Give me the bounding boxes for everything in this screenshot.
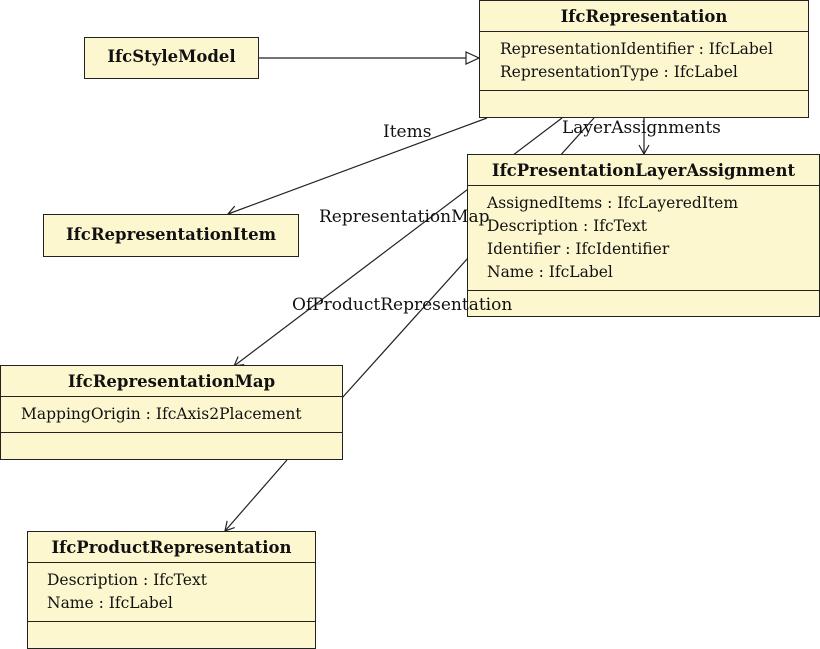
edge-label-items: Items: [383, 122, 432, 142]
class-ifc-presentation-layer-assignment[interactable]: IfcPresentationLayerAssignment AssignedI…: [467, 154, 820, 317]
class-ifc-style-model[interactable]: IfcStyleModel: [84, 37, 259, 79]
edge-label-layer-assignments: LayerAssignments: [562, 118, 721, 138]
attribute: Name : IfcLabel: [487, 263, 613, 281]
class-name: IfcRepresentationItem: [65, 225, 277, 244]
attribute: Description : IfcText: [487, 217, 647, 235]
operations-compartment: [480, 90, 808, 111]
edge-label-representation-map: RepresentationMap: [319, 207, 490, 227]
operations-compartment: [468, 290, 819, 309]
attribute-list: RepresentationIdentifier : IfcLabel Repr…: [480, 31, 808, 90]
map-to-product-representation-line: [224, 459, 288, 532]
attribute: Description : IfcText: [47, 571, 207, 589]
attribute-list: AssignedItems : IfcLayeredItem Descripti…: [468, 185, 819, 290]
class-ifc-representation-map[interactable]: IfcRepresentationMap MappingOrigin : Ifc…: [0, 365, 343, 460]
attribute: Name : IfcLabel: [47, 594, 173, 612]
edge-label-of-product-representation: OfProductRepresentation: [292, 295, 513, 315]
class-ifc-product-representation[interactable]: IfcProductRepresentation Description : I…: [27, 531, 316, 649]
attribute-list: MappingOrigin : IfcAxis2Placement: [1, 396, 342, 432]
attribute: RepresentationType : IfcLabel: [500, 63, 738, 81]
class-name: IfcRepresentationMap: [67, 372, 276, 391]
attribute: MappingOrigin : IfcAxis2Placement: [21, 405, 302, 423]
class-name: IfcRepresentation: [560, 7, 728, 26]
operations-compartment: [28, 621, 315, 640]
class-name: IfcStyleModel: [107, 47, 236, 66]
class-name: IfcPresentationLayerAssignment: [491, 161, 796, 180]
class-ifc-representation-item[interactable]: IfcRepresentationItem: [43, 214, 299, 257]
class-name: IfcProductRepresentation: [51, 538, 292, 557]
attribute: Identifier : IfcIdentifier: [487, 240, 670, 258]
attribute: AssignedItems : IfcLayeredItem: [487, 194, 739, 212]
class-ifc-representation[interactable]: IfcRepresentation RepresentationIdentifi…: [479, 0, 809, 118]
operations-compartment: [1, 432, 342, 452]
attribute: RepresentationIdentifier : IfcLabel: [500, 40, 773, 58]
attribute-list: Description : IfcText Name : IfcLabel: [28, 562, 315, 621]
items-association-line: [226, 117, 488, 217]
